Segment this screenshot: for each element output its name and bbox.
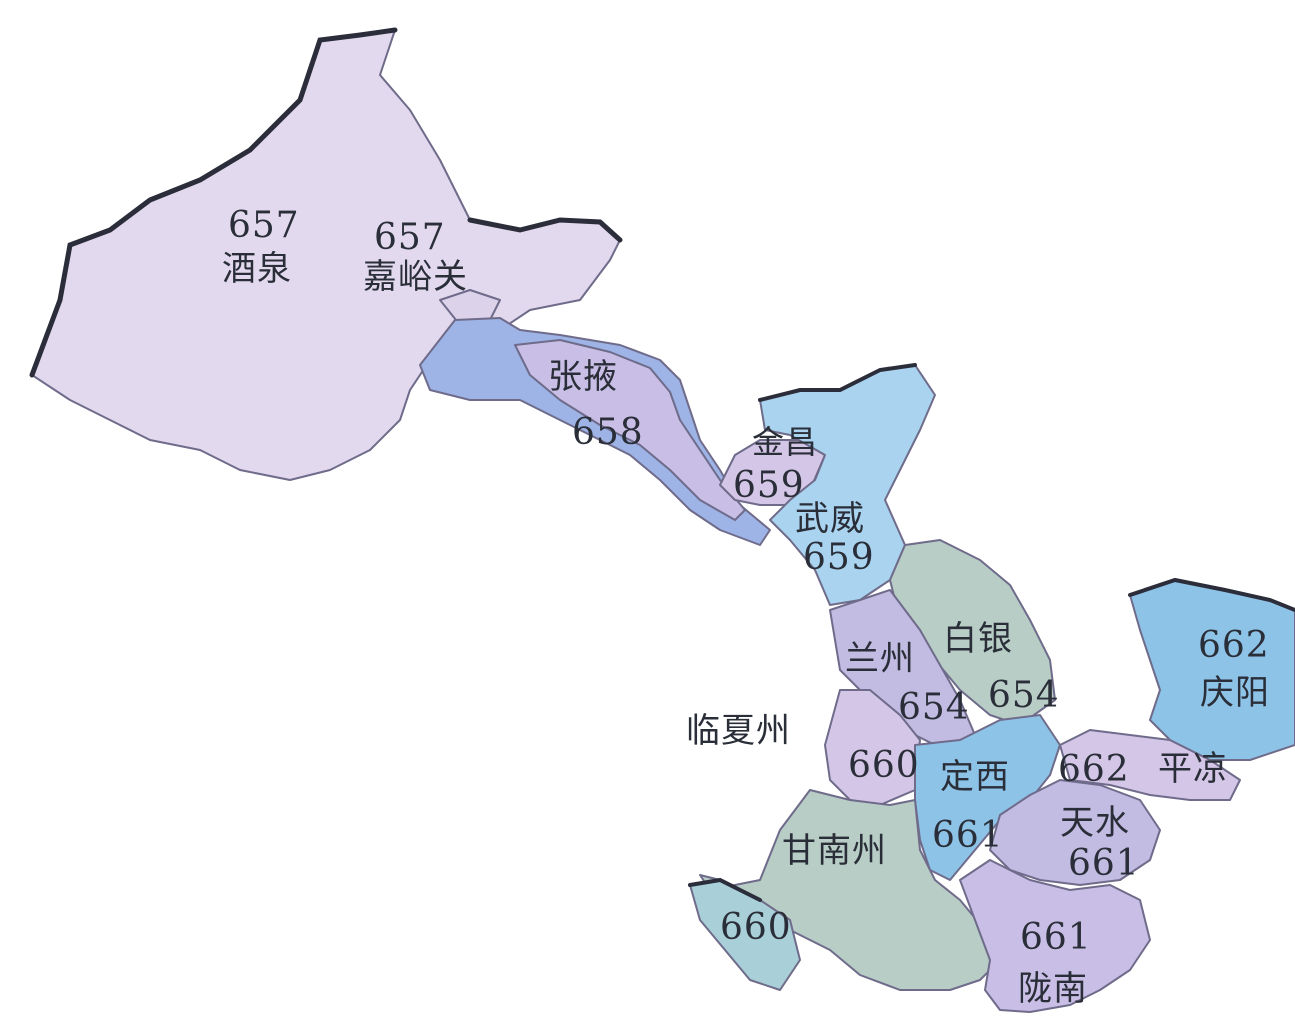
- code-dingxi: 661: [932, 815, 1004, 856]
- code-tianshui: 661: [1068, 843, 1140, 884]
- name-baiyin: 白银: [943, 619, 1013, 659]
- code-baiyin: 654: [988, 675, 1060, 716]
- name-jiayuguan: 嘉峪关: [363, 257, 468, 297]
- name-lanzhou: 兰州: [845, 639, 915, 679]
- region-zhangye-inner: [514, 339, 746, 521]
- name-dingxi: 定西: [940, 757, 1010, 797]
- name-wuwei: 武威: [795, 499, 865, 539]
- code-jiuquan: 657: [228, 205, 300, 246]
- code-jinchang: 659: [733, 465, 805, 506]
- border-wuwei-north: [758, 363, 917, 402]
- code-gannan: 660: [720, 907, 792, 948]
- name-pingliang: 平凉: [1158, 749, 1228, 789]
- region-linxia[interactable]: [824, 689, 921, 806]
- region-qingyang[interactable]: [1129, 579, 1295, 761]
- border-gannan-west: [688, 877, 762, 902]
- region-zhangye[interactable]: [419, 317, 771, 546]
- name-zhangye: 张掖: [548, 357, 618, 397]
- name-linxia: 临夏州: [686, 711, 791, 751]
- code-qingyang: 662: [1198, 625, 1270, 666]
- name-gannan: 甘南州: [782, 831, 887, 871]
- region-jiuquan[interactable]: [31, 29, 621, 481]
- code-pingliang: 662: [1058, 749, 1130, 790]
- code-jiayuguan: 657: [374, 217, 446, 258]
- code-longnan: 661: [1020, 917, 1092, 958]
- name-tianshui: 天水: [1060, 803, 1130, 843]
- name-jinchang: 金昌: [752, 423, 819, 461]
- code-wuwei: 659: [803, 537, 875, 578]
- border-north: [29, 27, 398, 378]
- border-qingyang-north: [1128, 577, 1295, 612]
- name-qingyang: 庆阳: [1200, 673, 1270, 713]
- code-lanzhou: 654: [898, 687, 970, 728]
- name-longnan: 陇南: [1018, 969, 1088, 1009]
- code-linxia: 660: [848, 745, 920, 786]
- border-northeast: [467, 217, 623, 243]
- region-longnan[interactable]: [959, 859, 1151, 1013]
- code-zhangye: 658: [572, 412, 644, 453]
- name-jiuquan: 酒泉: [222, 249, 292, 289]
- region-gannan[interactable]: [699, 789, 1001, 991]
- region-pingliang[interactable]: [1059, 729, 1241, 801]
